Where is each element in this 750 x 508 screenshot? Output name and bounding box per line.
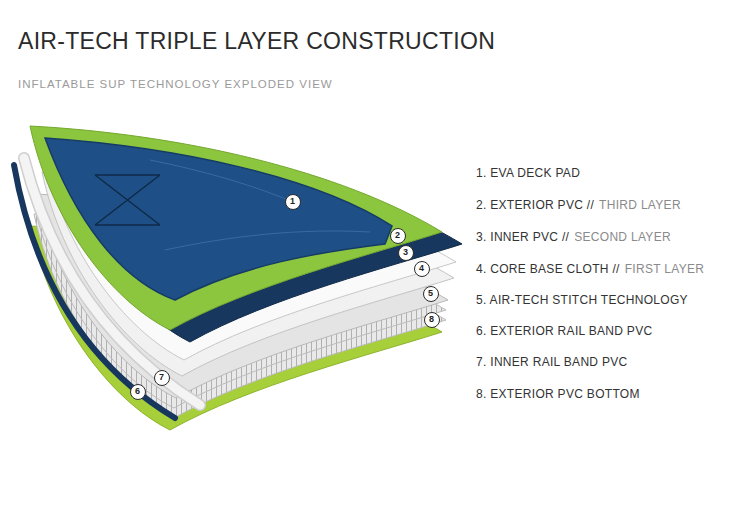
- part-name: 2. EXTERIOR PVC //: [476, 198, 594, 212]
- legend-row: 1. EVA DECK PAD: [476, 166, 580, 180]
- part-name: 6. EXTERIOR RAIL BAND PVC: [476, 324, 652, 338]
- part-name: 4. CORE BASE CLOTH //: [476, 262, 620, 276]
- legend-row: 5. AIR-TECH STITCH TECHNOLOGY: [476, 293, 688, 307]
- callout-number: 3: [403, 248, 408, 257]
- callout-number: 2: [390, 228, 406, 244]
- layer-note: FIRST LAYER: [625, 262, 705, 276]
- callout-number: 3: [398, 245, 414, 261]
- part-name: 1. EVA DECK PAD: [476, 166, 580, 180]
- callout-number: 1: [285, 194, 301, 210]
- bungee-cord: [95, 175, 160, 225]
- callout-number: 7: [159, 373, 164, 382]
- callout-number: 7: [154, 370, 170, 386]
- legend-row: 7. INNER RAIL BAND PVC: [476, 355, 628, 369]
- layer-note: THIRD LAYER: [599, 198, 681, 212]
- part-name: 3. INNER PVC //: [476, 230, 569, 244]
- pad-groove: [150, 160, 370, 250]
- part-name: 5. AIR-TECH STITCH TECHNOLOGY: [476, 293, 688, 307]
- part-name: 8. EXTERIOR PVC BOTTOM: [476, 387, 640, 401]
- callout-number: 6: [135, 387, 140, 396]
- part-name: 7. INNER RAIL BAND PVC: [476, 355, 628, 369]
- legend-row: 8. EXTERIOR PVC BOTTOM: [476, 387, 640, 401]
- callout-number: 8: [429, 315, 434, 324]
- deck-pad: [45, 138, 392, 300]
- exterior-rail-band: [14, 165, 175, 418]
- legend-row: 2. EXTERIOR PVC // THIRD LAYER: [476, 198, 681, 212]
- callout-number: 5: [428, 289, 433, 298]
- callout-number: 2: [395, 231, 400, 240]
- layer-note: SECOND LAYER: [574, 230, 671, 244]
- callout-number: 4: [419, 264, 424, 273]
- callout-number: 1: [290, 197, 295, 206]
- callout-number: 4: [414, 261, 430, 277]
- callout-number: 6: [130, 384, 146, 400]
- callout-number: 8: [424, 312, 440, 328]
- legend-row: 3. INNER PVC // SECOND LAYER: [476, 230, 671, 244]
- legend-row: 4. CORE BASE CLOTH // FIRST LAYER: [476, 262, 704, 276]
- subtitle: INFLATABLE SUP TECHNOLOGY EXPLODED VIEW: [18, 78, 333, 90]
- callout-number: 5: [423, 286, 439, 302]
- legend-row: 6. EXTERIOR RAIL BAND PVC: [476, 324, 652, 338]
- diagram-title: AIR-TECH TRIPLE LAYER CONSTRUCTION: [18, 28, 495, 55]
